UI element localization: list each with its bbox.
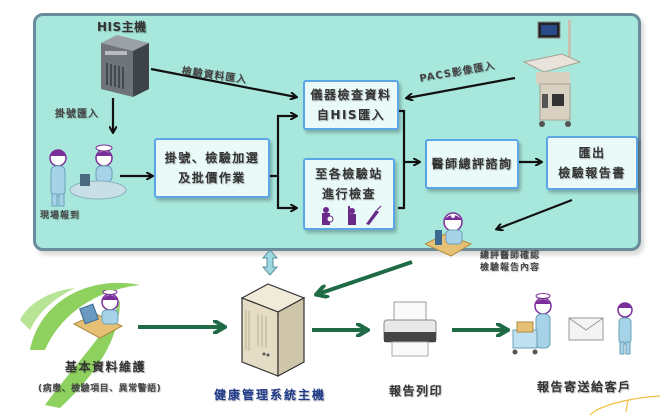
- instrument-data-box: 儀器檢查資料 自HIS匯入: [303, 80, 399, 130]
- his-server-label: HIS主機: [97, 20, 147, 34]
- nurse-at-desk-icon: [69, 144, 127, 200]
- arrow-pacs-to-instrument: [407, 76, 516, 98]
- patient-checkin-illustration: [49, 144, 127, 207]
- registration-box: 掛號、檢驗加選 及批價作業: [154, 138, 270, 198]
- doctor-confirm-line2: 檢驗報告內容: [480, 263, 541, 273]
- doctor-confirm-line1: 總評醫師確認: [480, 251, 541, 261]
- scale-icon: [322, 207, 334, 225]
- arrow-doctor-to-server: [318, 260, 413, 294]
- health-system-server-icon: [240, 283, 306, 378]
- registration-line2: 及批價作業: [178, 171, 246, 185]
- instrument-data-line1: 儀器檢查資料: [310, 88, 392, 102]
- arrow-export-to-doctor: [497, 198, 573, 229]
- sync-double-arrow-icon: [261, 249, 279, 276]
- patient-icon: [49, 149, 67, 207]
- nurse-with-cart-icon: [512, 293, 552, 355]
- export-line1: 匯出: [578, 146, 606, 160]
- envelope-icon: [568, 317, 604, 341]
- customer-icon: [617, 302, 633, 355]
- doctor-consult-box: 醫師總評諮詢: [425, 139, 519, 189]
- ultrasound-machine-icon: [522, 20, 582, 127]
- maintenance-subtitle: (病患、檢驗項目、異常警語): [38, 384, 162, 394]
- registration-line1: 掛號、檢驗加選: [164, 151, 260, 165]
- vacuum-probe-icon: [366, 205, 382, 225]
- print-report-label: 報告列印: [389, 384, 444, 398]
- stations-line2: 進行檢查: [321, 187, 376, 201]
- instrument-data-line2: 自HIS匯入: [316, 108, 386, 122]
- doctor-confirm-label: 總評醫師確認 檢驗報告內容: [480, 250, 540, 274]
- printer-icon: [383, 301, 437, 357]
- health-system-server-label: 健康管理系統主機: [214, 388, 327, 402]
- report-mail-delivery-illustration: [512, 293, 633, 355]
- maintenance-title: 基本資料維護: [65, 360, 147, 374]
- height-meter-icon: [348, 206, 356, 225]
- arrow-his-to-instrument: [150, 67, 296, 97]
- doctor-at-desk-icon: [425, 212, 473, 257]
- walk-in-checkin-label: 現場報到: [40, 211, 81, 221]
- exam-stations-box: 至各檢驗站 進行檢查: [303, 158, 395, 230]
- import-registration-label: 掛號匯入: [55, 109, 99, 120]
- consult-line1: 醫師總評諮詢: [431, 157, 513, 171]
- mail-to-customer-label: 報告寄送給客戶: [537, 380, 632, 394]
- his-server-icon: [101, 35, 149, 97]
- export-line2: 檢驗報告書: [558, 166, 626, 180]
- export-report-box: 匯出 檢驗報告書: [546, 136, 638, 190]
- stations-line1: 至各檢驗站: [315, 167, 383, 181]
- data-maintenance-nurse-icon: [72, 290, 124, 339]
- exam-equipment-icons: [322, 205, 382, 225]
